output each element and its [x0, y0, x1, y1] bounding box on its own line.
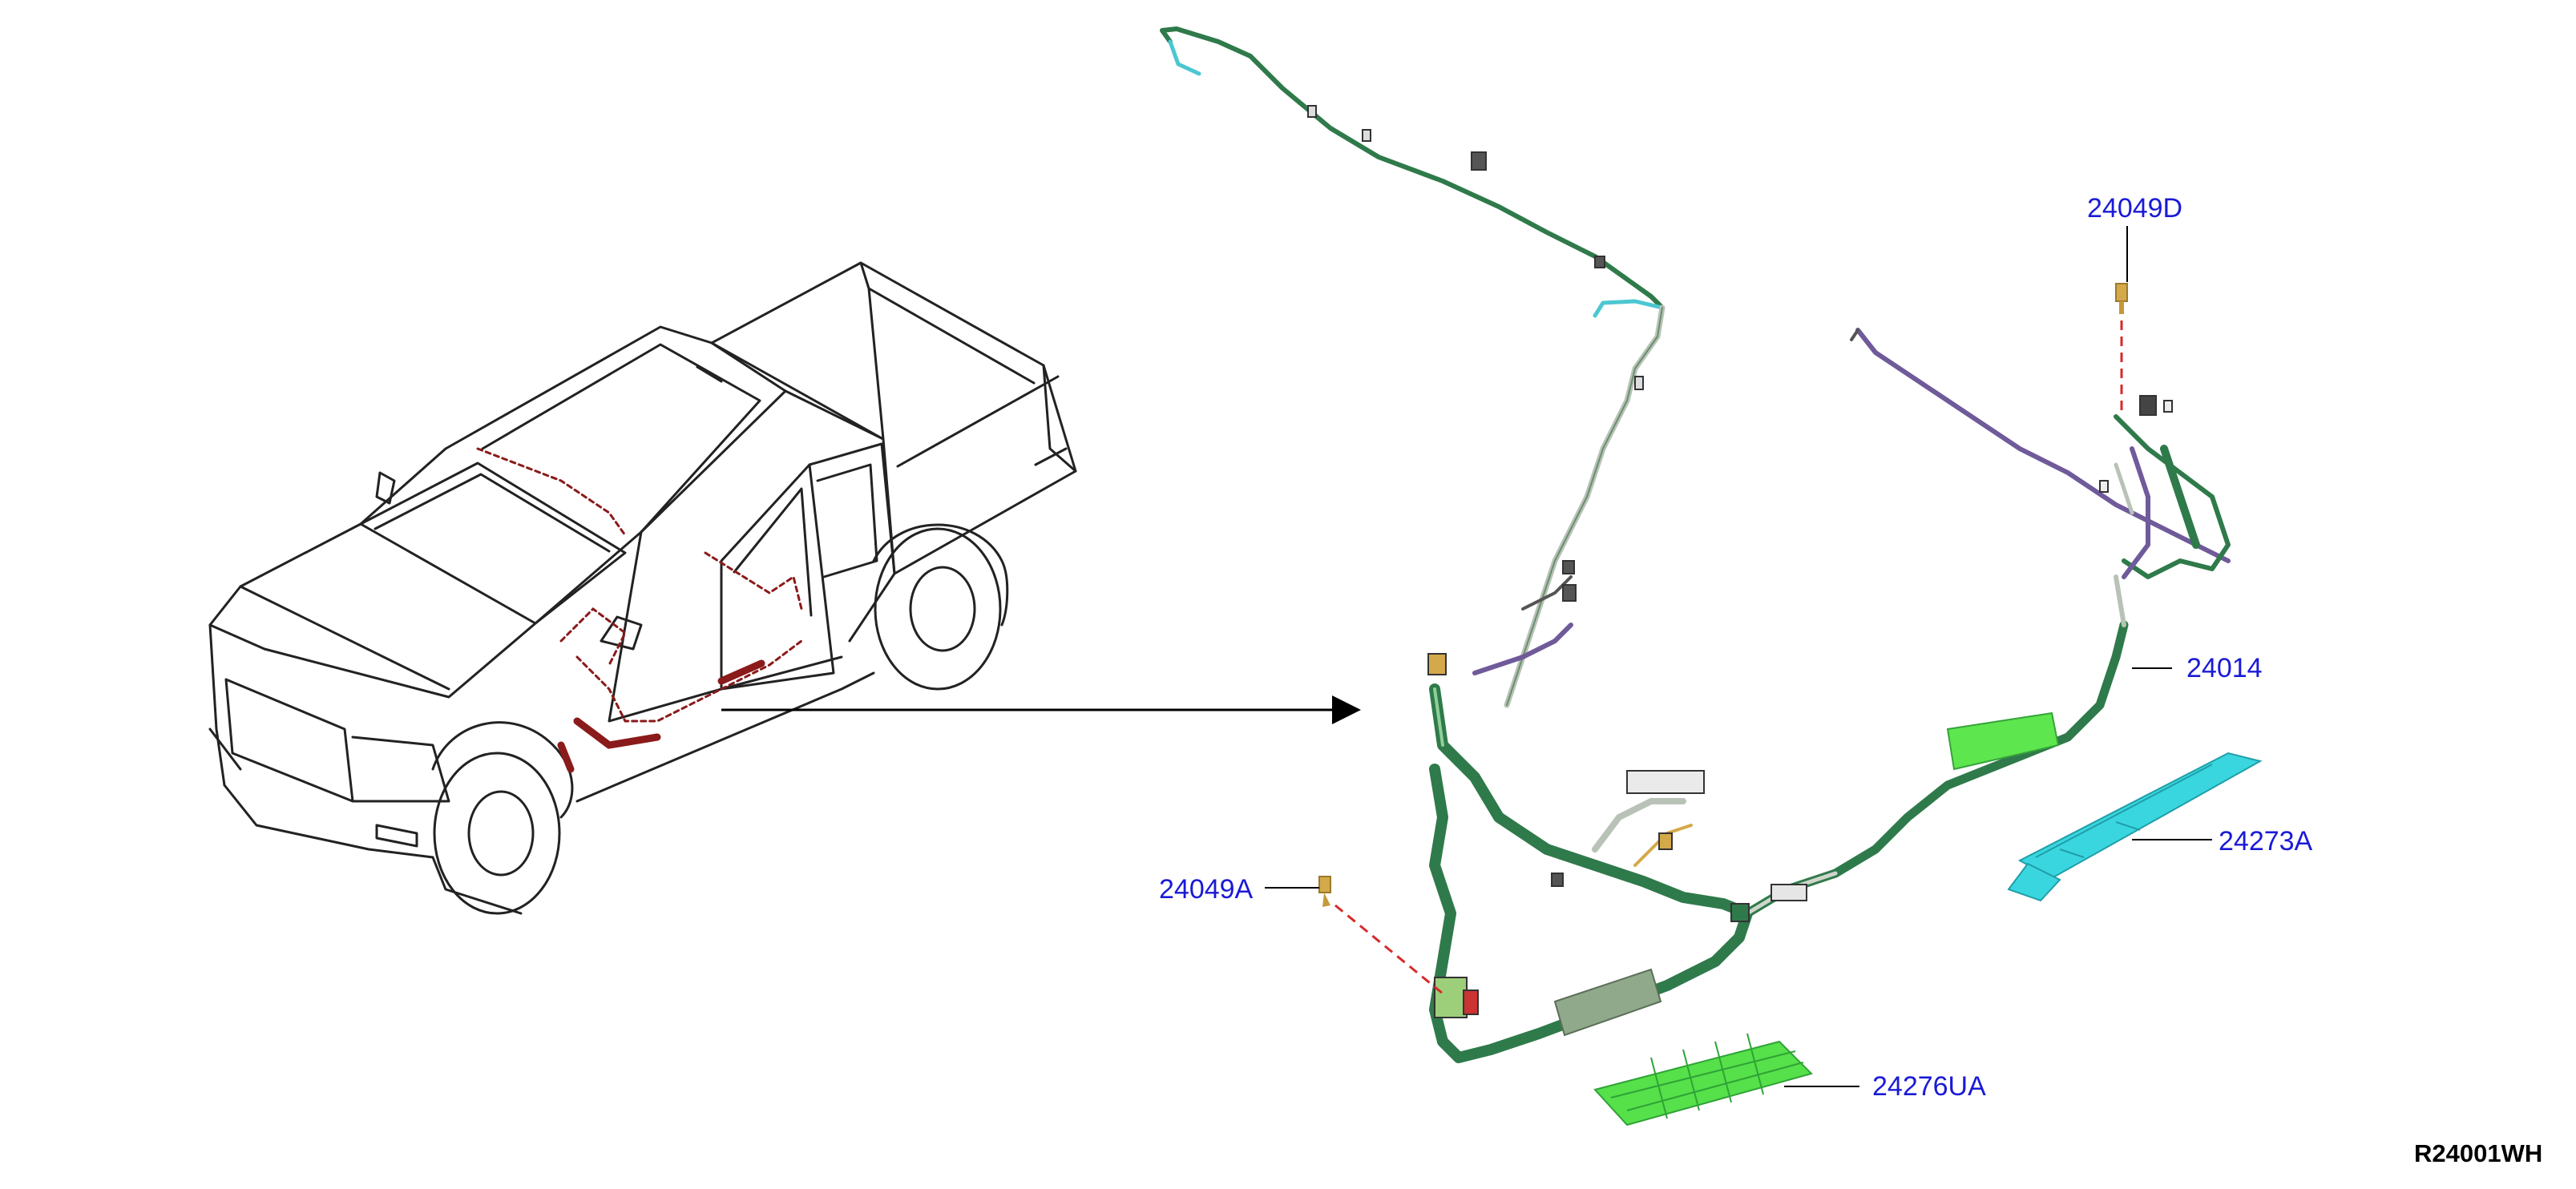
callout-24276UA[interactable]: 24276UA — [1872, 1071, 1986, 1102]
callout-24049D[interactable]: 24049D — [2087, 193, 2183, 224]
right-sub-harness-connectors — [2099, 395, 2173, 493]
protector-24276UA — [1593, 1033, 1813, 1127]
clip-24049D — [2115, 283, 2128, 314]
callout-24273A[interactable]: 24273A — [2219, 826, 2313, 856]
truck-harness-solid — [557, 659, 765, 773]
harness-junction-module — [1553, 711, 2060, 1037]
callout-leader-lines — [1265, 226, 2212, 1087]
right-sub-harness — [1850, 328, 2231, 579]
truck-harness-location — [476, 447, 803, 723]
diagram-code: R24001WH — [2414, 1139, 2543, 1167]
cover-24273A — [2007, 752, 2263, 902]
harness-connectors — [1427, 584, 1807, 1018]
upper-harness-branch — [1160, 26, 1666, 708]
install-guide-lines — [1334, 320, 2123, 995]
callout-24049A[interactable]: 24049A — [1159, 874, 1254, 905]
callout-24014[interactable]: 24014 — [2186, 653, 2263, 683]
pickup-truck-illustration — [208, 261, 1077, 915]
upper-branch-connectors — [1307, 105, 1644, 574]
clip-24049A — [1318, 876, 1331, 907]
